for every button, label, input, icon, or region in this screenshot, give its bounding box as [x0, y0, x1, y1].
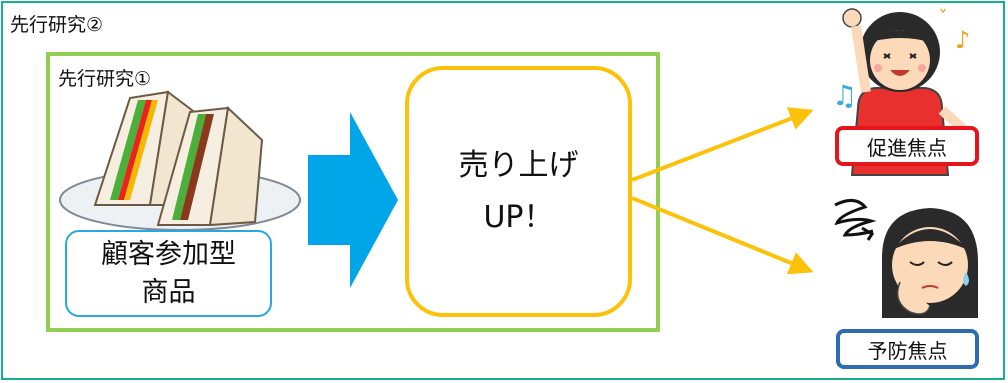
customer-participation-product-box: 顧客参加型 商品 [65, 230, 272, 317]
music-note-icon: ♪ [955, 26, 970, 54]
arrow-to-promotion [631, 107, 814, 182]
promotion-focus-box: 促進焦点 [835, 126, 979, 166]
product-line1: 顧客参加型 [101, 238, 236, 270]
sales-up-box: 売り上げ UP！ [405, 66, 632, 317]
study1-label: 先行研究① [58, 68, 152, 90]
prevention-focus-box: 予防焦点 [836, 329, 979, 369]
product-line2: 商品 [141, 276, 196, 308]
inner-frame [46, 52, 660, 332]
sales-line2: UP！ [483, 199, 554, 235]
scribble-icon [834, 199, 877, 241]
sales-line1: 売り上げ [458, 147, 579, 183]
arrow-to-prevention [631, 196, 814, 275]
music-note-icon: ˇ [938, 6, 948, 30]
study2-label: 先行研究② [10, 14, 104, 36]
music-note-icon: ♫ [832, 79, 857, 112]
